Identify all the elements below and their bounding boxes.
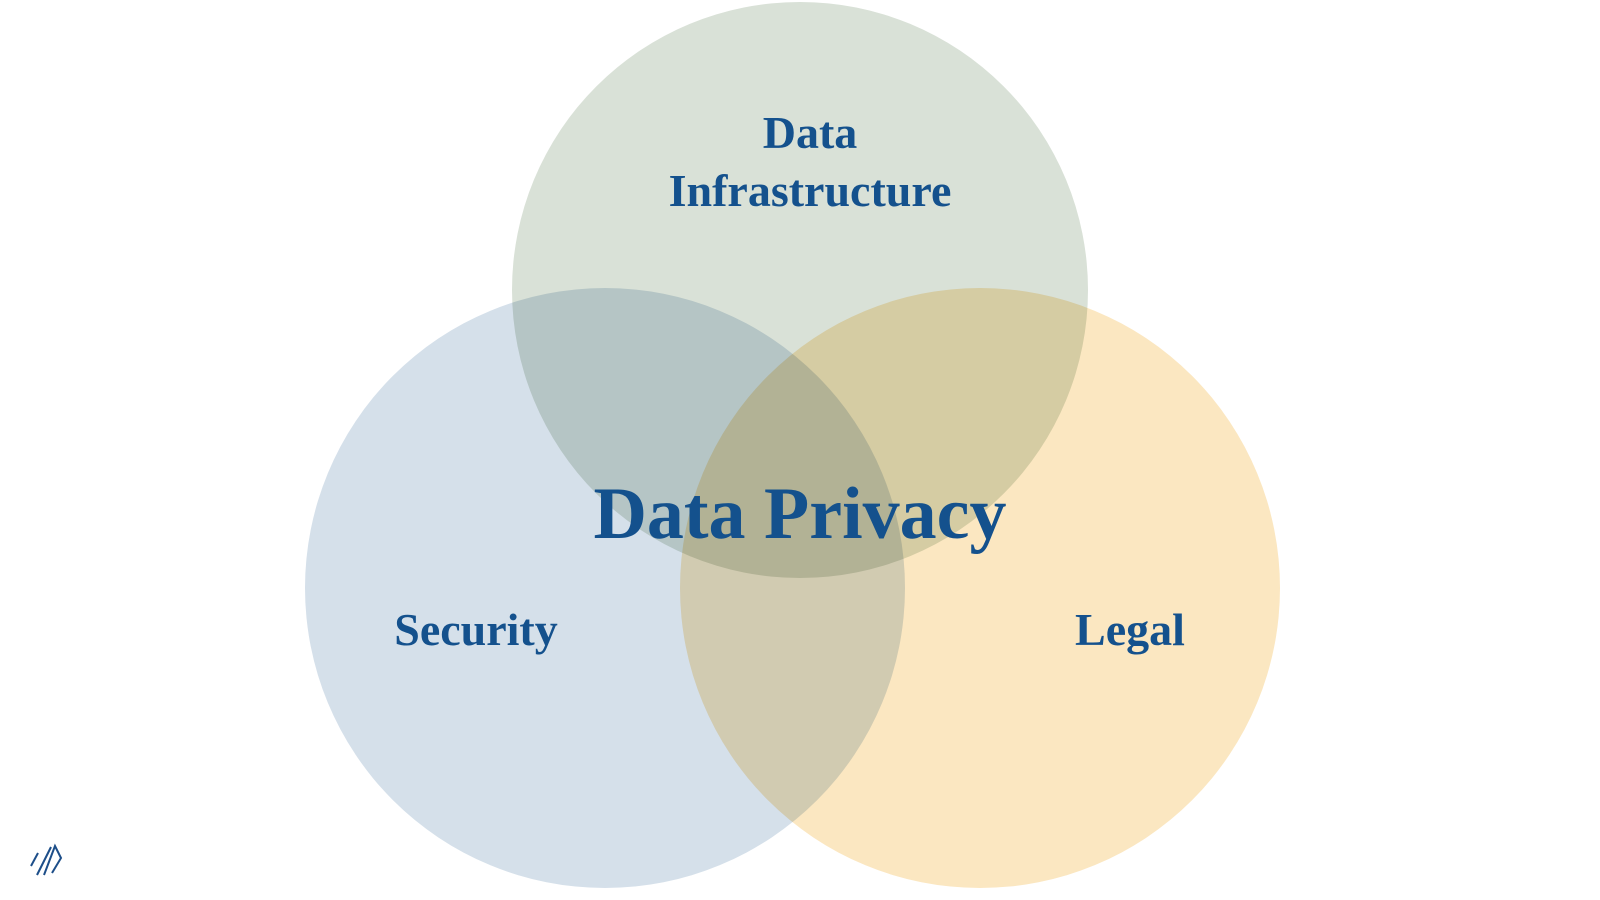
label-data-infrastructure-line1: Data — [762, 107, 858, 158]
brand-logomark-icon — [30, 843, 63, 876]
label-data-privacy: Data Privacy — [593, 473, 1007, 555]
label-data-infrastructure-line2: Infrastructure — [668, 165, 952, 216]
label-legal: Legal — [1075, 604, 1185, 655]
circle-legal — [680, 288, 1280, 888]
label-data-infrastructure: Data Infrastructure — [560, 104, 1060, 220]
label-security: Security — [394, 604, 558, 655]
